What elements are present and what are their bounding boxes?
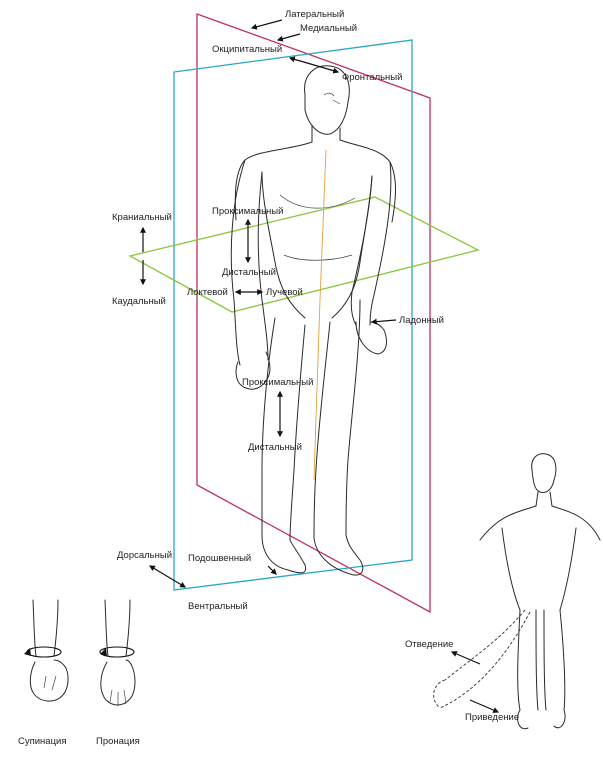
adduction-arrow	[470, 700, 498, 712]
label-ventral: Вентральный	[188, 601, 248, 612]
sagittal-plane	[197, 14, 430, 612]
dorsal-ventral-arrow	[150, 566, 185, 587]
pronation-hand	[100, 600, 135, 706]
label-pronation: Пронация	[96, 736, 140, 747]
label-palmar: Ладонный	[399, 315, 444, 326]
medial-arrow	[278, 34, 300, 40]
frontal-plane	[174, 40, 412, 590]
label-caudal: Каудальный	[112, 296, 166, 307]
midline	[314, 150, 326, 480]
lateral-arrow	[252, 20, 282, 28]
label-supination: Супинация	[18, 736, 66, 747]
plantar-arrow	[268, 566, 276, 574]
label-lateral: Латеральный	[285, 9, 344, 20]
label-abduction: Отведение	[405, 639, 453, 650]
label-proximal-leg: Проксимальный	[242, 377, 313, 388]
small-figure	[434, 454, 600, 729]
label-ulnar: Локтевой	[187, 287, 228, 298]
label-plantar: Подошвенный	[188, 553, 251, 564]
label-distal-leg: Дистальный	[248, 442, 302, 453]
label-radial: Лучевой	[266, 287, 303, 298]
label-adduction: Приведение	[465, 712, 519, 723]
label-occipital: Окципитальный	[212, 44, 282, 55]
label-proximal-arm: Проксимальный	[212, 206, 283, 217]
main-figure	[231, 66, 395, 575]
label-distal-arm: Дистальный	[222, 267, 276, 278]
palmar-arrow	[372, 320, 396, 322]
abduction-arrow	[452, 652, 480, 664]
label-dorsal: Дорсальный	[117, 550, 172, 561]
label-frontal: Фронтальный	[342, 72, 402, 83]
transverse-plane	[130, 197, 478, 312]
label-cranial: Краниальный	[112, 212, 172, 223]
supination-hand	[24, 600, 68, 701]
label-medial: Медиальный	[300, 23, 357, 34]
